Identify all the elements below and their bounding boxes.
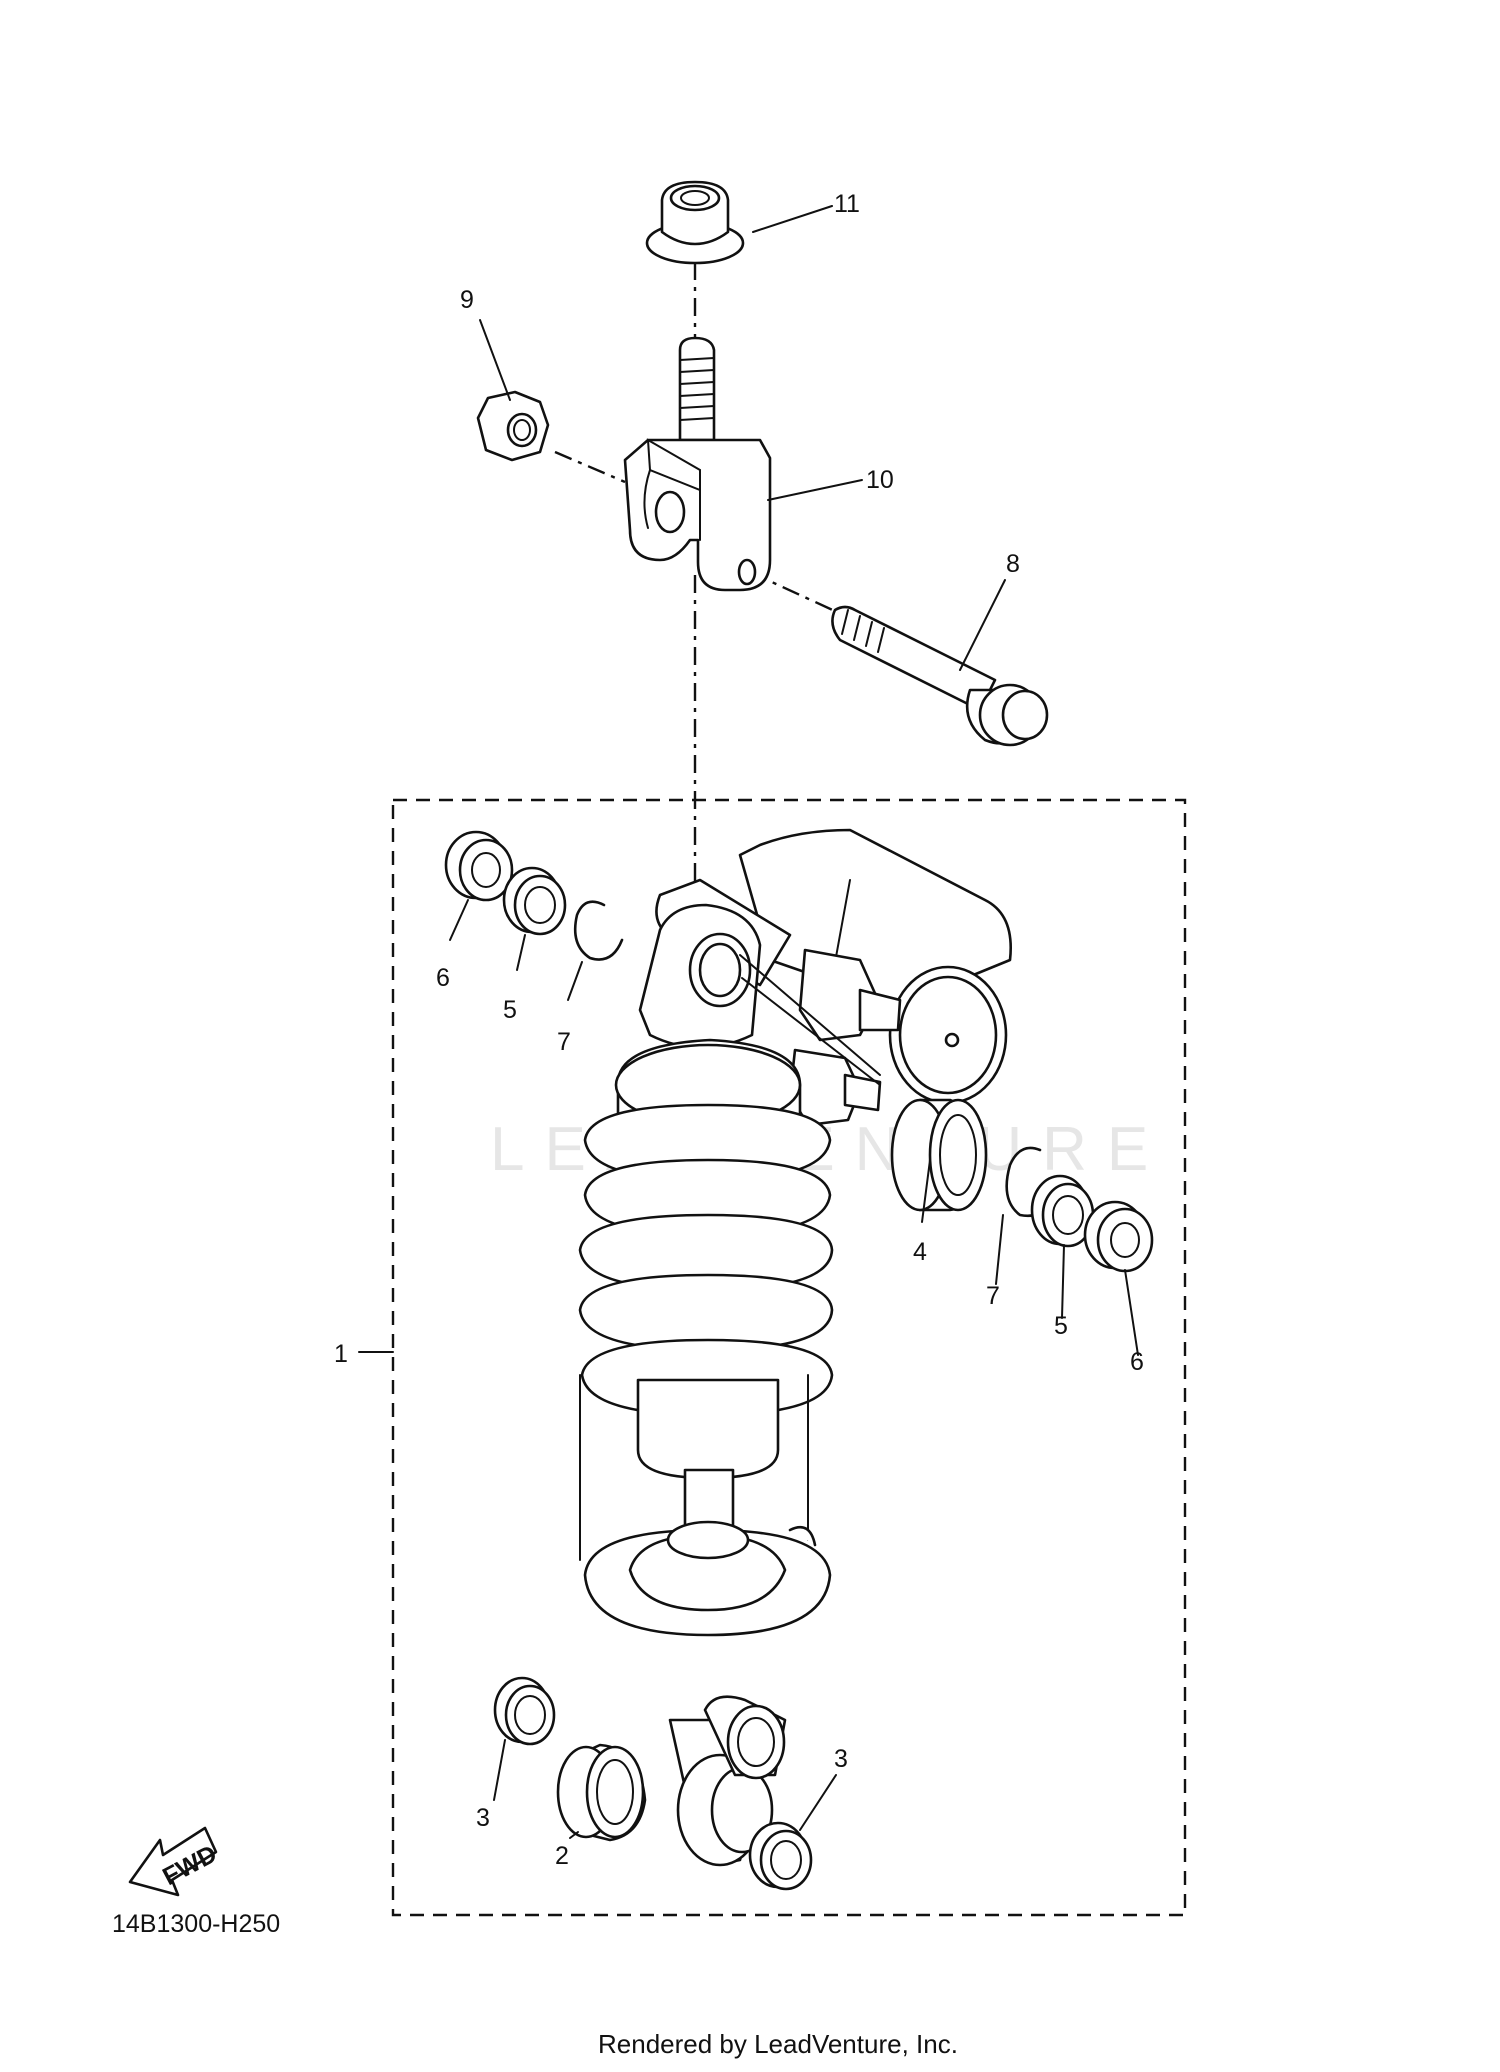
- upper-bracket-10[interactable]: [623, 336, 772, 592]
- callout-7-lower: 7: [986, 1282, 1000, 1310]
- assembly-boundary: [391, 798, 1187, 1917]
- leader-line-9: [479, 319, 511, 401]
- collar-6-upper[interactable]: [444, 830, 514, 902]
- callout-3-left: 3: [476, 1804, 490, 1832]
- footer-credit: Rendered by LeadVenture, Inc.: [598, 2029, 958, 2059]
- leader-line-3-left: [493, 1739, 506, 1801]
- callout-10: 10: [866, 466, 894, 494]
- leader-line-6-lower: [1124, 1269, 1139, 1356]
- leader-line-5-upper: [516, 934, 526, 971]
- nut-9[interactable]: [476, 390, 550, 462]
- leader-line-2: [569, 1831, 579, 1839]
- axis-line-nut9: [554, 450, 626, 484]
- leader-line-11: [752, 205, 833, 233]
- leader-line-3-right: [799, 1774, 837, 1831]
- callout-6-lower: 6: [1130, 1348, 1144, 1376]
- callout-8: 8: [1006, 550, 1020, 578]
- bearing-4[interactable]: [890, 1098, 988, 1212]
- leader-line-7-lower: [995, 1214, 1004, 1285]
- oil-seal-3-left[interactable]: [493, 1676, 556, 1746]
- callout-11: 11: [834, 190, 860, 218]
- diagram-code: 14B1300-H250: [112, 1910, 280, 1938]
- callout-9: 9: [460, 286, 474, 314]
- callout-7-upper: 7: [557, 1028, 571, 1056]
- oil-seal-5-upper[interactable]: [502, 866, 567, 936]
- collar-6-lower[interactable]: [1083, 1200, 1154, 1273]
- oil-seal-3-right[interactable]: [748, 1821, 813, 1891]
- callout-5-upper: 5: [503, 996, 517, 1024]
- leader-line-8: [959, 579, 1006, 671]
- callout-5-lower: 5: [1054, 1312, 1068, 1340]
- circlip-7-upper[interactable]: [573, 900, 624, 961]
- callout-4: 4: [913, 1238, 927, 1266]
- leader-line-7-upper: [567, 961, 583, 1001]
- leader-line-6-upper: [449, 899, 469, 941]
- oil-seal-5-lower[interactable]: [1030, 1174, 1095, 1248]
- leader-line-5-lower: [1061, 1244, 1065, 1319]
- callout-1: 1: [334, 1340, 348, 1368]
- bolt-8[interactable]: [831, 605, 1049, 747]
- fwd-arrow-icon: FWD: [128, 1826, 222, 1897]
- leader-line-10: [767, 479, 863, 501]
- callout-3-right: 3: [834, 1745, 848, 1773]
- flange-nut-11[interactable]: [645, 180, 745, 265]
- callout-6-upper: 6: [436, 964, 450, 992]
- rear-shock-absorber-assembly[interactable]: [578, 828, 1012, 1867]
- callout-2: 2: [555, 1842, 569, 1870]
- needle-bearing-2[interactable]: [556, 1743, 647, 1842]
- leader-line-4: [921, 1159, 931, 1223]
